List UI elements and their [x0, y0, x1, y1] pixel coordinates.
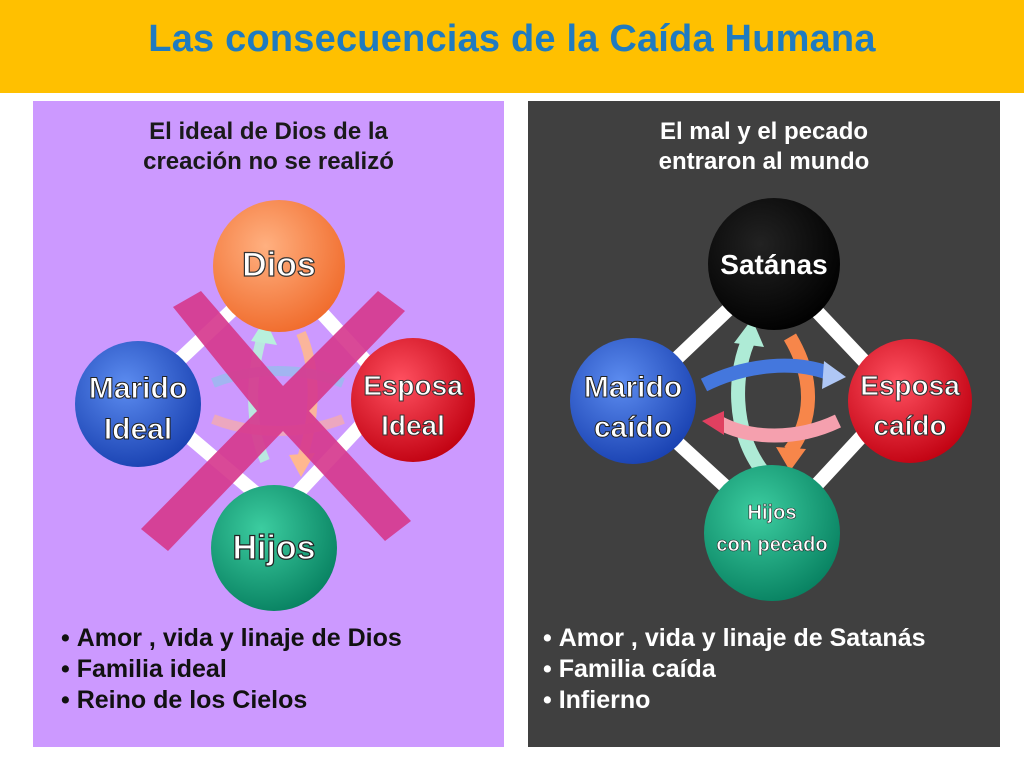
node-husband-label-2: caído [594, 411, 672, 444]
arrow-up [731, 333, 770, 478]
node-wife-label-2: caído [873, 410, 946, 441]
right-subtitle-line1: El mal y el pecado [659, 118, 869, 145]
left-subtitle-line2: creación no se realizó [143, 148, 394, 175]
node-husband-label-2: Ideal [104, 413, 172, 446]
node-wife-label-1: Esposa [363, 370, 463, 401]
page-title: Las consecuencias de la Caída Humana [148, 18, 876, 60]
node-husband [570, 338, 696, 464]
left-subtitle-line1: El ideal de Dios de la [149, 118, 388, 145]
right-bullet-1: Amor , vida y linaje de Satanás [543, 623, 926, 654]
node-children [704, 465, 840, 601]
right-subtitle-line2: entraron al mundo [658, 148, 870, 175]
node-wife [351, 338, 475, 462]
right-bullet-3: Infierno [543, 685, 926, 716]
node-children-label-2: con pecado [716, 534, 827, 556]
node-satan-label: Satánas [720, 249, 827, 280]
right-panel: El mal y el pecado entraron al mundo [528, 101, 1000, 747]
right-bullet-2: Familia caída [543, 654, 926, 685]
node-husband-label-1: Marido [89, 372, 187, 405]
node-wife-label-1: Esposa [860, 370, 960, 401]
right-bullet-list: Amor , vida y linaje de Satanás Familia … [543, 623, 926, 716]
header-bar: Las consecuencias de la Caída Humana [0, 0, 1024, 93]
arrow-left [716, 414, 842, 443]
right-subtitle: El mal y el pecado entraron al mundo [528, 117, 1000, 177]
node-children [211, 485, 337, 611]
left-panel: El ideal de Dios de la creación no se re… [33, 101, 504, 747]
node-husband [75, 341, 201, 467]
left-bullet-list: Amor , vida y linaje de Dios Familia ide… [61, 623, 402, 716]
left-bullet-2: Familia ideal [61, 654, 402, 685]
node-satan [708, 198, 840, 330]
node-husband-label-1: Marido [584, 371, 682, 404]
node-god [213, 200, 345, 332]
node-children-label-1: Hijos [748, 502, 797, 524]
cross-mark [141, 291, 411, 551]
node-god-label: Dios [242, 246, 316, 284]
ideal-family-diagram: Dios Marido Ideal Esposa Ideal Hijos [75, 200, 475, 611]
left-bullet-1: Amor , vida y linaje de Dios [61, 623, 402, 654]
node-wife-label-2: Ideal [381, 410, 445, 441]
node-children-label: Hijos [232, 529, 315, 567]
left-bullet-3: Reino de los Cielos [61, 685, 402, 716]
node-wife [848, 339, 972, 463]
fallen-family-diagram: Satánas Marido caído Esposa caído Hijos … [570, 198, 972, 601]
arrow-right [700, 358, 831, 392]
left-subtitle: El ideal de Dios de la creación no se re… [33, 117, 504, 177]
